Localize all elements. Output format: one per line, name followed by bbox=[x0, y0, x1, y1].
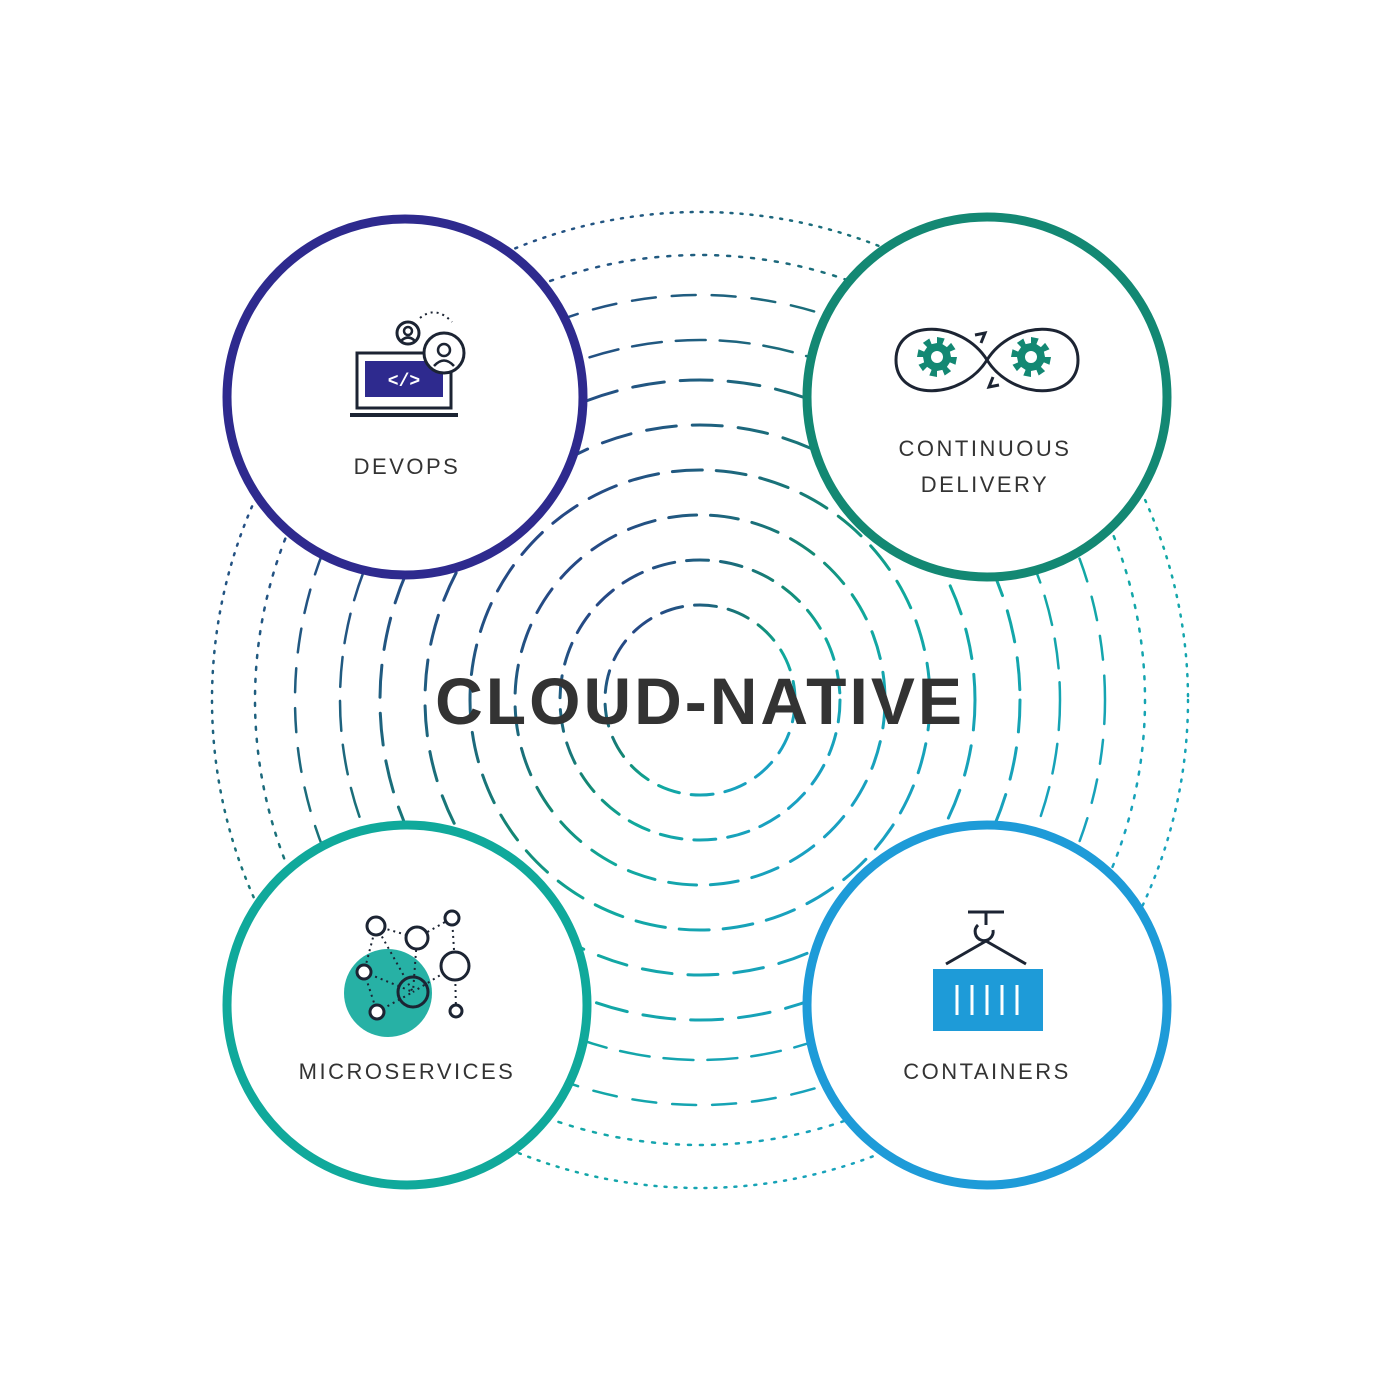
ring-3 bbox=[513, 513, 887, 887]
shipping-container-icon bbox=[933, 910, 1043, 1031]
ring-7 bbox=[338, 338, 1062, 1062]
network-nodes-icon bbox=[344, 909, 471, 1037]
continuous-delivery-label-line-2: DELIVERY bbox=[921, 472, 1049, 497]
svg-text:</>: </> bbox=[388, 372, 420, 392]
node-continuous-delivery: CONTINUOUS DELIVERY bbox=[802, 212, 1172, 582]
devops-label: DEVOPS bbox=[354, 454, 461, 479]
continuous-delivery-circle bbox=[802, 212, 1172, 582]
ring-9 bbox=[253, 253, 1147, 1147]
ring-4 bbox=[468, 468, 932, 932]
gear-icon bbox=[1011, 337, 1051, 377]
ring-6 bbox=[378, 378, 1022, 1022]
microservices-label: MICROSERVICES bbox=[299, 1059, 516, 1084]
node-devops: </> DEVOPS bbox=[222, 214, 588, 580]
containers-label: CONTAINERS bbox=[903, 1059, 1071, 1084]
ring-5 bbox=[423, 423, 977, 977]
ring-8 bbox=[293, 293, 1107, 1107]
developer-laptop-icon: </> bbox=[350, 311, 466, 417]
node-containers: CONTAINERS bbox=[802, 820, 1172, 1190]
ring-2 bbox=[558, 558, 842, 842]
center-title: CLOUD-NATIVE bbox=[435, 664, 965, 738]
node-microservices: MICROSERVICES bbox=[222, 820, 592, 1190]
continuous-delivery-label-line-1: CONTINUOUS bbox=[899, 436, 1072, 461]
ring-10 bbox=[210, 210, 1190, 1190]
ring-1 bbox=[603, 603, 797, 797]
gears-infinity-icon bbox=[894, 327, 1080, 393]
gear-icon bbox=[917, 337, 957, 377]
concentric-rings bbox=[210, 210, 1190, 1190]
